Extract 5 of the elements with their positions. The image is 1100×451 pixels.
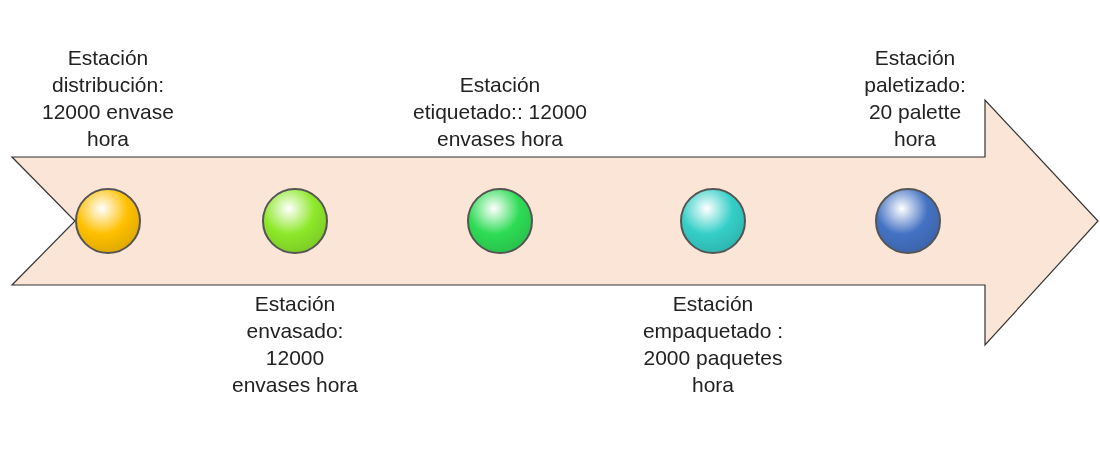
station-label: Estación empaquetado : 2000 paquetes hora [641,291,785,398]
station-label: Estación paletizado: 20 palette hora [863,45,967,152]
station-label: Estación distribución: 12000 envase hora [41,45,175,152]
station-label: Estación envasado: 12000 envases hora [230,291,360,398]
station-label: Estación etiquetado:: 12000 envases hora [412,72,588,152]
